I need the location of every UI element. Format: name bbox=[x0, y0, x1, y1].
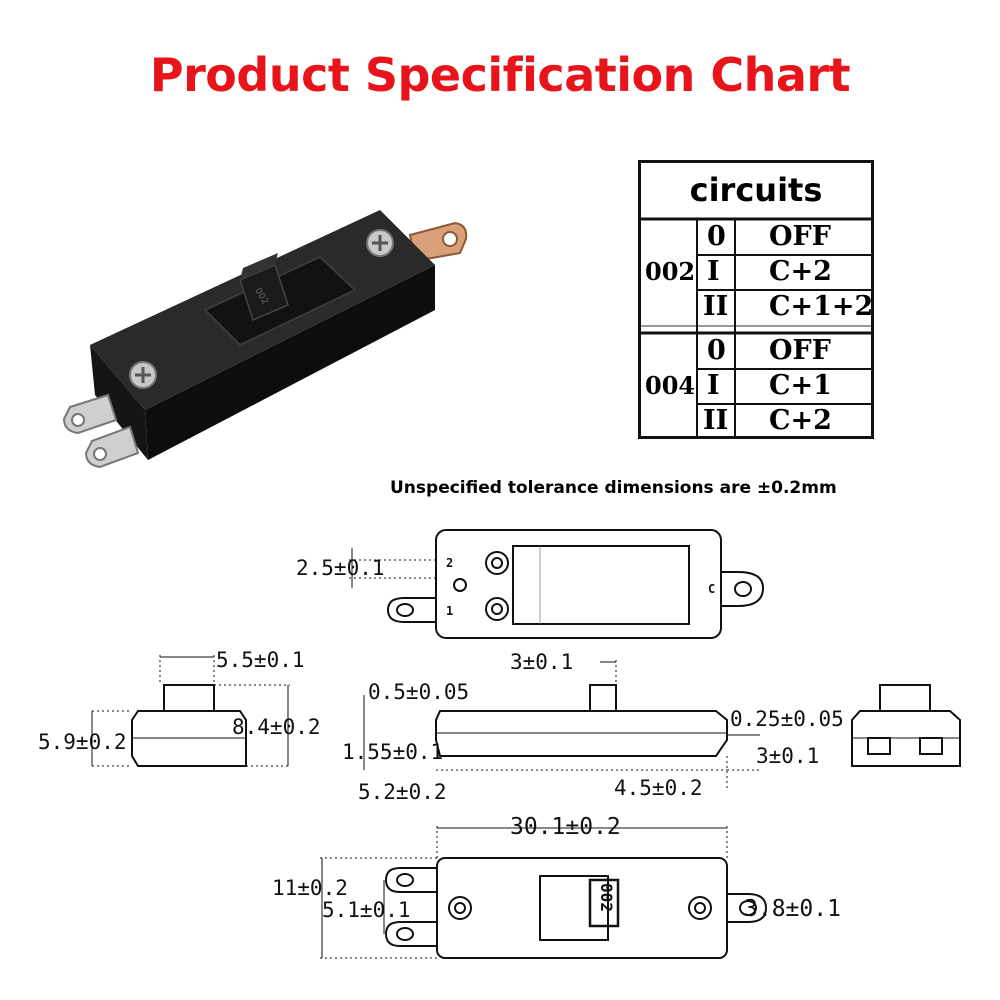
page-title: Product Specification Chart bbox=[149, 48, 851, 102]
terminal-2-label: 2 bbox=[446, 556, 454, 570]
dim-2.5: 2.5±0.1 bbox=[296, 556, 385, 580]
dim-30.1: 30.1±0.2 bbox=[510, 814, 621, 840]
dim-3-right: 3±0.1 bbox=[756, 744, 820, 768]
pos-002-2: II bbox=[703, 291, 729, 322]
dim-5.2: 5.2±0.2 bbox=[358, 780, 447, 804]
dim-4.5: 4.5±0.2 bbox=[614, 776, 703, 800]
table-grid bbox=[641, 217, 871, 436]
terminal-1-label: 1 bbox=[446, 604, 454, 618]
dim-0.5: 0.5±0.05 bbox=[368, 680, 470, 704]
model-004: 004 bbox=[645, 371, 696, 400]
dim-5.9: 5.9±0.2 bbox=[38, 730, 127, 754]
state-004-0: OFF bbox=[769, 335, 831, 366]
switch-product-photo: 002 bbox=[62, 210, 468, 469]
circuits-header: circuits bbox=[689, 171, 823, 209]
terminal-c-label: C bbox=[708, 582, 716, 596]
dim-1.55: 1.55±0.1 bbox=[342, 740, 444, 764]
dim-5.1: 5.1±0.1 bbox=[322, 898, 411, 922]
pos-004-1: I bbox=[707, 370, 720, 401]
side-view-left bbox=[91, 655, 290, 767]
dim-3.8: 3.8±0.1 bbox=[744, 896, 841, 922]
screw-icon bbox=[366, 229, 394, 257]
dim-3-top: 3±0.1 bbox=[510, 650, 574, 674]
bottom-view-label: 002 bbox=[596, 883, 616, 912]
top-view bbox=[346, 529, 765, 639]
pos-002-0: 0 bbox=[707, 221, 726, 252]
state-004-2: C+2 bbox=[769, 405, 832, 436]
pos-004-0: 0 bbox=[707, 335, 726, 366]
state-002-2: C+1+2 bbox=[769, 291, 874, 322]
tolerance-note: Unspecified tolerance dimensions are ±0.… bbox=[390, 478, 837, 498]
screw-icon bbox=[129, 361, 157, 389]
model-002: 002 bbox=[645, 257, 696, 286]
dim-8.4: 8.4±0.2 bbox=[232, 715, 321, 739]
circuits-table: circuits 002 0 OFF I C+2 II C+1+2 004 0 … bbox=[638, 160, 874, 439]
front-view bbox=[363, 660, 760, 790]
dim-0.25: 0.25±0.05 bbox=[730, 707, 844, 731]
pos-004-2: II bbox=[703, 405, 729, 436]
side-view-right bbox=[851, 684, 961, 767]
state-004-1: C+1 bbox=[769, 370, 832, 401]
pos-002-1: I bbox=[707, 256, 720, 287]
dim-11: 11±0.2 bbox=[272, 876, 348, 900]
state-002-0: OFF bbox=[769, 221, 831, 252]
state-002-1: C+2 bbox=[769, 256, 832, 287]
bottom-view bbox=[320, 826, 768, 959]
dim-5.5: 5.5±0.1 bbox=[216, 648, 305, 672]
